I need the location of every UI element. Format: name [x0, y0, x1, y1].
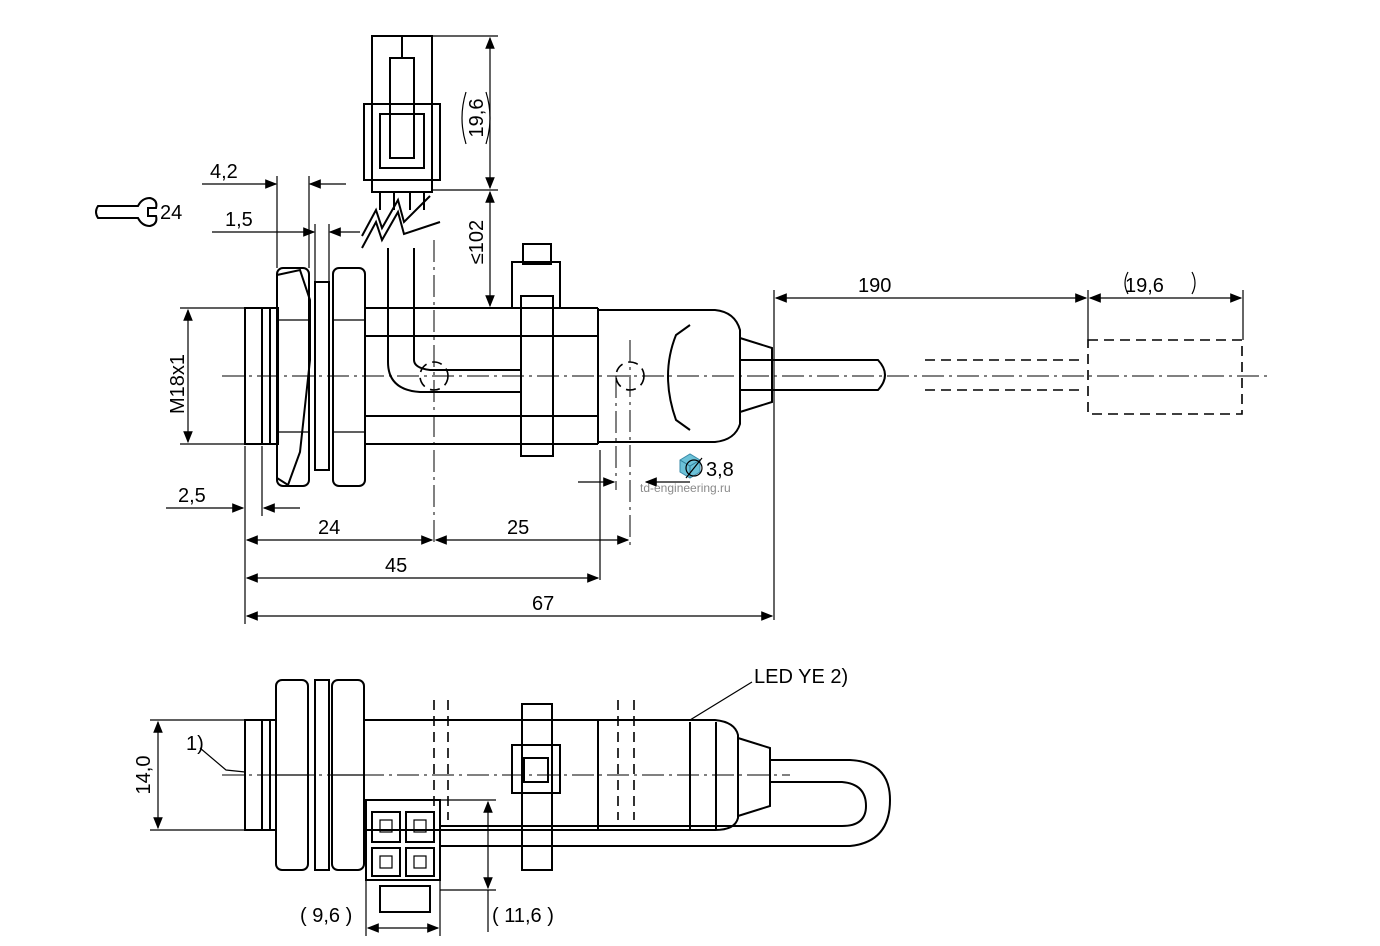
- dim-14: 14,0: [133, 756, 155, 795]
- thread-label: M18x1: [167, 354, 189, 414]
- diameter-label: 3,8: [706, 459, 734, 481]
- connector-outline-dashed: [1087, 339, 1243, 415]
- nut-right: [332, 267, 366, 487]
- note-1: 1): [186, 733, 204, 755]
- dim-19-6-right: 19,6: [1125, 275, 1164, 297]
- watermark: td-engineering.ru: [640, 481, 731, 495]
- dimensions-bottom: 14,0 ( 11,6 ) ( 9,6 ): [133, 719, 554, 936]
- dim-19-6-top: 19,6: [466, 99, 488, 138]
- dim-1-5: 1,5: [225, 209, 253, 231]
- dim-67: 67: [532, 593, 554, 615]
- dim-9-6: ( 9,6 ): [300, 905, 352, 927]
- dim-11-6: ( 11,6 ): [492, 905, 554, 927]
- side-view: [222, 35, 1268, 545]
- connector-block: [365, 799, 441, 881]
- wrench-size: 24: [160, 202, 182, 224]
- dim-24: 24: [318, 517, 340, 539]
- dim-25: 25: [507, 517, 529, 539]
- top-view: LED YE 2) 1): [186, 666, 892, 913]
- dim-4-2: 4,2: [210, 161, 238, 183]
- wrench-icon: [95, 196, 158, 228]
- dim-2-5: 2,5: [178, 485, 206, 507]
- dim-45: 45: [385, 555, 407, 577]
- diameter-symbol-icon: [685, 457, 703, 479]
- nut-left: [276, 268, 311, 487]
- clip-top: [511, 261, 561, 309]
- dim-102: ≤102: [466, 220, 488, 264]
- dimensions-top: M18x1 4,2 1,5 24 19,6 ≤102 190: [95, 35, 1244, 624]
- led-label: LED YE 2): [754, 666, 848, 688]
- dim-190: 190: [858, 275, 891, 297]
- led-leader: [676, 681, 753, 721]
